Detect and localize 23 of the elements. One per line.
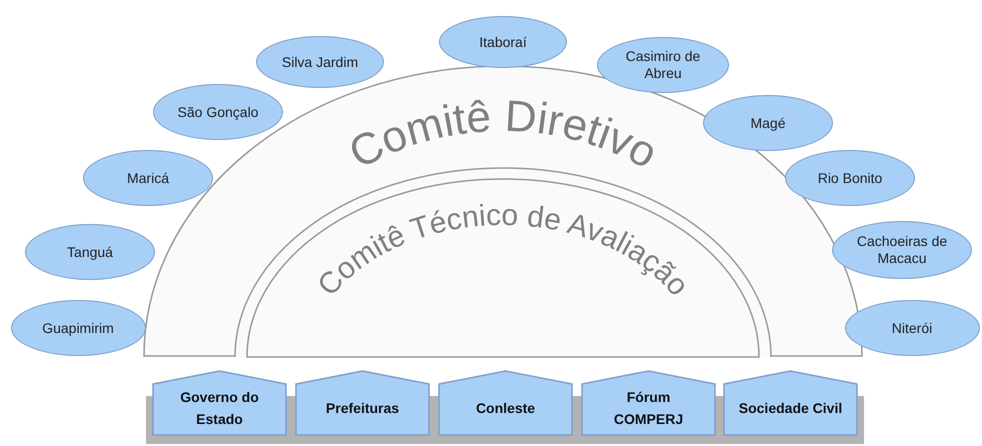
panel-title: Comitê Diretivo (341, 92, 666, 178)
node-label: Casimiro de Abreu (624, 48, 702, 82)
pentagon-box (152, 370, 287, 436)
node-label: Fórum COMPERJ (612, 388, 684, 429)
node-label: Prefeituras (326, 399, 400, 418)
inner-arc-panel (235, 167, 771, 357)
node-label: Cachoeiras de Macacu (856, 233, 948, 267)
pentagon-box (581, 370, 716, 436)
node-label: Niterói (892, 320, 932, 336)
node-label: Conleste (476, 399, 536, 418)
pentagon-box (295, 370, 430, 436)
node-label: Governo do Estado (179, 388, 260, 429)
node-label: Sociedade Civil (738, 399, 842, 418)
pentagon-box (438, 370, 573, 436)
node-label: Itaboraí (479, 34, 527, 50)
node-label: Magé (750, 114, 786, 132)
node-label: Rio Bonito (818, 170, 882, 186)
node-label: Maricá (126, 170, 169, 186)
node-label: São Gonçalo (178, 104, 258, 120)
pentagon-box (723, 370, 858, 436)
node-label: Guapimirim (42, 320, 114, 336)
node-label: Tanguá (67, 244, 113, 260)
node-label: Silva Jardim (282, 54, 358, 70)
